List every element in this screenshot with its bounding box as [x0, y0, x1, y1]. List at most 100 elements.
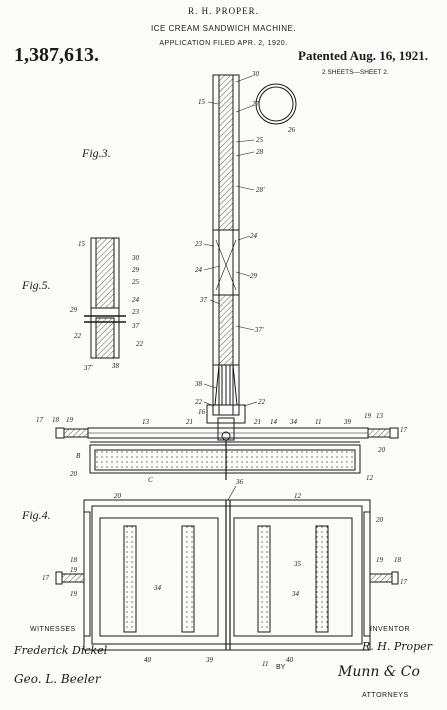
ref-numeral: 18 [52, 416, 59, 424]
ref-numeral: 29 [132, 266, 139, 274]
left-threaded-rod [63, 428, 89, 438]
ref-numeral: 26 [288, 126, 295, 134]
ref-numeral: 34 [154, 584, 161, 592]
ref-numeral: 17 [36, 416, 43, 424]
ref-numeral: 11 [315, 418, 322, 426]
sheet-count: 2 SHEETS—SHEET 2. [322, 69, 389, 76]
strip-1 [123, 525, 137, 633]
ref-numeral: 22 [74, 332, 81, 340]
fig4-label: Fig.4. [22, 508, 51, 522]
witness-signature-1: Frederick Dickel [14, 644, 108, 657]
ref-numeral: 19 [66, 416, 73, 424]
ref-numeral: 28 [256, 148, 263, 156]
ref-numeral: 23 [195, 240, 202, 248]
ref-numeral: 37' [84, 364, 93, 372]
ring-handle [255, 83, 297, 125]
ref-numeral: 12 [294, 492, 301, 500]
ref-numeral: 23 [132, 308, 139, 316]
ref-numeral: 24 [195, 266, 202, 274]
inventor-signature: R. H. Proper [362, 640, 432, 653]
application-filed-date: APPLICATION FILED APR. 2, 1920. [159, 40, 288, 47]
ref-numeral: 19 [70, 566, 77, 574]
ref-numeral: 22 [136, 340, 143, 348]
ref-numeral: 20 [114, 492, 121, 500]
witness-signature-2: Geo. L. Beeler [14, 672, 101, 686]
ref-numeral: 21 [186, 418, 193, 426]
mold-pan [89, 444, 361, 474]
fig3-label: Fig.3. [82, 146, 111, 160]
ref-numeral: 39 [344, 418, 351, 426]
ref-numeral: 17 [400, 426, 407, 434]
ref-numeral: 35 [294, 560, 301, 568]
ref-numeral: 36 [236, 478, 243, 486]
ref-numeral: 28' [256, 186, 265, 194]
patent-date: Patented Aug. 16, 1921. [298, 48, 428, 63]
witnesses-label: WITNESSES [30, 626, 76, 633]
ref-numeral: 29 [70, 306, 77, 314]
attorneys-label: ATTORNEYS [362, 692, 409, 699]
right-threaded-rod [367, 428, 391, 438]
right-mold [233, 517, 353, 637]
ref-numeral: 20 [378, 446, 385, 454]
ref-numeral: 37 [200, 296, 207, 304]
ref-numeral: 25 [132, 278, 139, 286]
ref-numeral: 15 [78, 240, 85, 248]
column-hatched-upper [218, 74, 234, 231]
ref-numeral: 13 [142, 418, 149, 426]
ref-numeral: 39 [206, 656, 213, 664]
by-label: BY [276, 664, 286, 671]
ref-numeral: 11 [262, 660, 269, 668]
ref-numeral: 19 [70, 590, 77, 598]
ref-numeral: 17 [42, 574, 49, 582]
ref-numeral: 18 [394, 556, 401, 564]
ref-numeral: 21 [254, 418, 261, 426]
ref-numeral: 27 [252, 100, 259, 108]
ref-numeral: 17 [400, 578, 407, 586]
ref-numeral: 38 [112, 362, 119, 370]
fig5-label: Fig.5. [22, 278, 51, 292]
inventor-label: INVENTOR [370, 626, 411, 633]
ref-numeral: 34 [290, 418, 297, 426]
attorneys-signature: Munn & Co [338, 664, 420, 680]
ref-numeral: C [148, 476, 153, 484]
ref-numeral: 25 [256, 136, 263, 144]
ref-numeral: 30 [132, 254, 139, 262]
ref-numeral: 29 [250, 272, 257, 280]
leader-lines [203, 75, 258, 501]
fig4-drawing [55, 499, 399, 651]
ref-numeral: 38 [195, 380, 202, 388]
inventor-name-header: R. H. PROPER. [188, 6, 259, 16]
ref-numeral: 34 [292, 590, 299, 598]
left-mold [99, 517, 219, 637]
ref-numeral: 40 [286, 656, 293, 664]
ref-numeral: 19 [364, 412, 371, 420]
strip-4 [315, 525, 329, 633]
ref-numeral: 40 [144, 656, 151, 664]
ref-numeral: 13 [376, 412, 383, 420]
fig5-drawing [84, 237, 126, 359]
invention-title: ICE CREAM SANDWICH MACHINE. [150, 24, 297, 33]
strip-2 [181, 525, 195, 633]
patent-number: 1,387,613. [14, 44, 99, 66]
ref-numeral: 24 [132, 296, 139, 304]
ref-numeral: 24 [250, 232, 257, 240]
ref-numeral: 16 [198, 408, 205, 416]
strip-3 [257, 525, 271, 633]
ref-numeral: 19 [376, 556, 383, 564]
ref-numeral: 12 [366, 474, 373, 482]
ref-numeral: 22 [258, 398, 265, 406]
ref-numeral: 15 [198, 98, 205, 106]
ref-numeral: 20 [70, 470, 77, 478]
ref-numeral: 22 [195, 398, 202, 406]
ref-numeral: 14 [270, 418, 277, 426]
ref-numeral: 37 [132, 322, 139, 330]
ref-numeral: 20 [376, 516, 383, 524]
ref-numeral: B [76, 452, 81, 460]
ref-numeral: 37' [255, 326, 264, 334]
ref-numeral: 30 [252, 70, 259, 78]
fig3-drawing [55, 74, 399, 480]
ref-numeral: 18 [70, 556, 77, 564]
column-hatched-lower [218, 294, 234, 366]
